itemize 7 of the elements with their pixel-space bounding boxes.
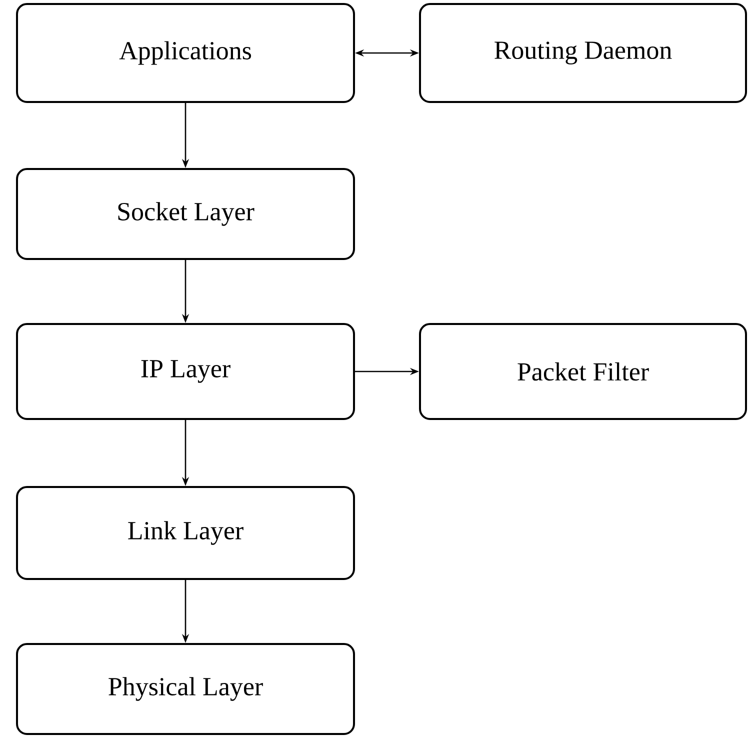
layer-box: Socket Layer: [16, 168, 355, 260]
layer-box: Routing Daemon: [419, 2, 747, 103]
layer-box: Applications: [16, 2, 355, 103]
layer-box: Link Layer: [16, 486, 355, 580]
layer-box: Packet Filter: [419, 322, 747, 420]
layer-box: IP Layer: [16, 322, 355, 420]
layer-box: Physical Layer: [16, 642, 355, 735]
